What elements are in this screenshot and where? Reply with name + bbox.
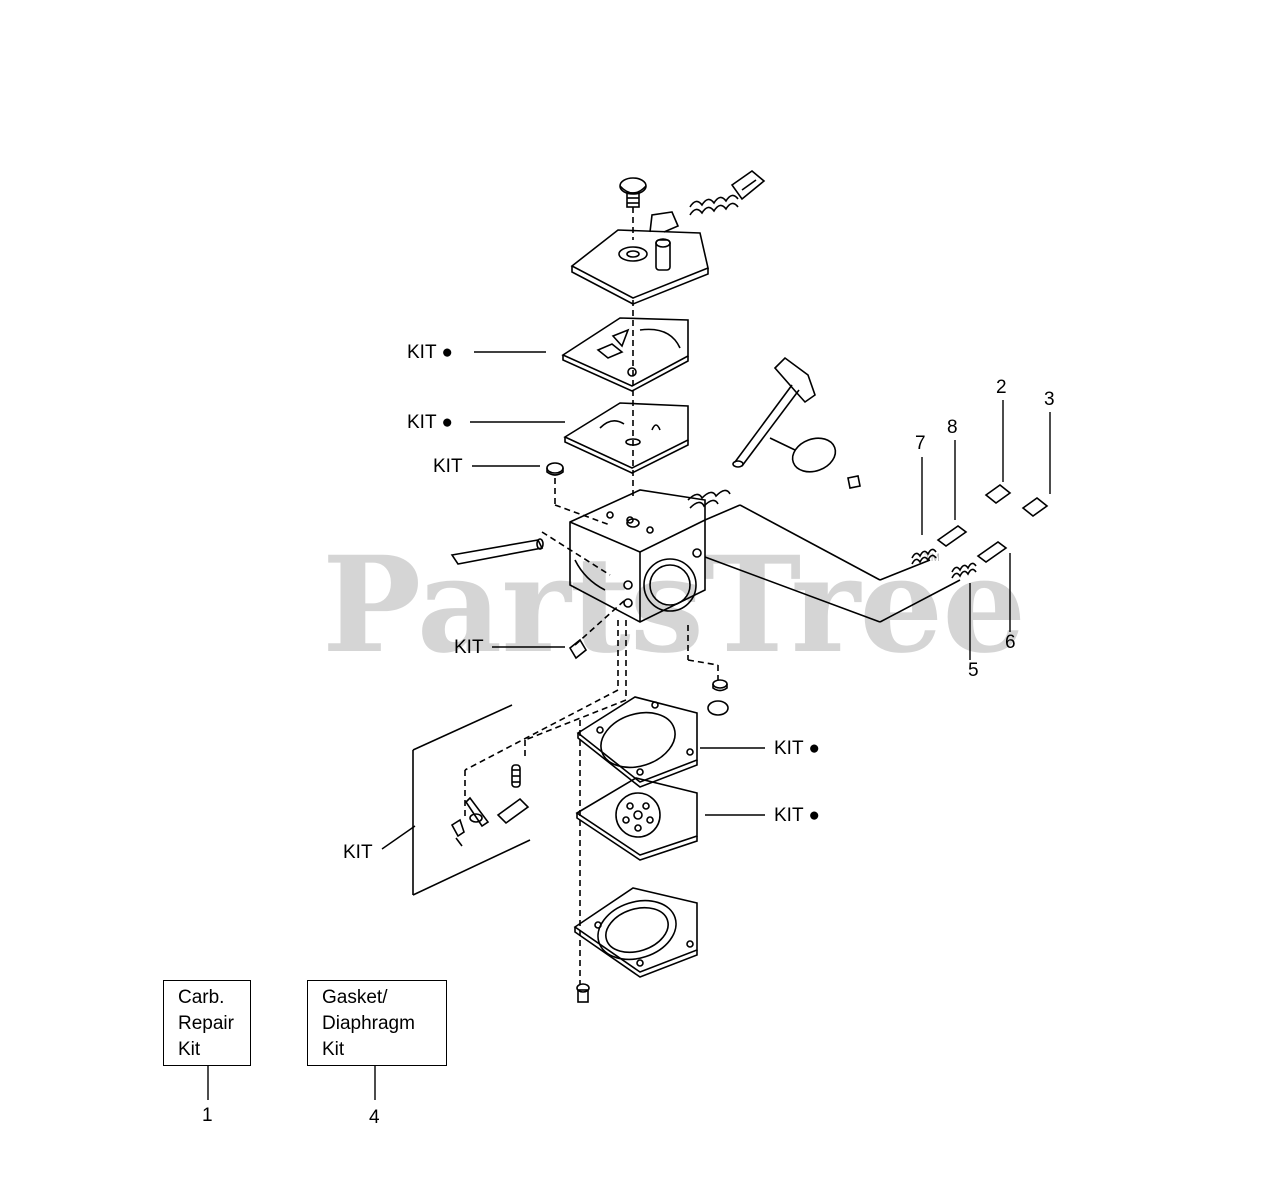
part-number-6: 6 bbox=[1005, 632, 1016, 653]
carburetor-body bbox=[569, 489, 706, 623]
part-number-5: 5 bbox=[968, 660, 979, 681]
kit-callout-metering-diaphragm: KIT ● bbox=[774, 805, 820, 826]
kit-callout-inlet-needle-group: KIT bbox=[343, 842, 373, 863]
check-valve bbox=[707, 679, 729, 716]
top-cover-screw bbox=[619, 177, 647, 208]
limiter-screw bbox=[568, 599, 626, 660]
metering-cover bbox=[573, 887, 698, 978]
callout-leaders bbox=[207, 351, 1051, 1100]
inlet-needle-spring-assembly bbox=[689, 169, 766, 216]
part-number-2: 2 bbox=[996, 377, 1007, 398]
inlet-needle-lever-group bbox=[450, 764, 530, 847]
metering-gasket bbox=[576, 696, 698, 788]
part-number-4: 4 bbox=[369, 1107, 380, 1128]
carb-repair-kit-line-3: Kit bbox=[178, 1039, 201, 1060]
kit-callout-metering-gasket: KIT ● bbox=[774, 738, 820, 759]
assembly-guide-lines bbox=[464, 620, 719, 985]
part-number-3: 3 bbox=[1044, 389, 1055, 410]
gasket-diaphragm-kit-line-1: Gasket/ bbox=[322, 987, 388, 1008]
pump-diaphragm bbox=[561, 317, 689, 392]
kit-callout-limiter-screw: KIT bbox=[454, 637, 484, 658]
part-number-1: 1 bbox=[202, 1105, 213, 1126]
welch-plug-pin bbox=[450, 531, 611, 576]
part-number-8: 8 bbox=[947, 417, 958, 438]
pump-cover bbox=[570, 207, 709, 305]
inlet-screen bbox=[546, 462, 611, 526]
throttle-return-spring bbox=[687, 489, 731, 509]
carb-repair-kit-line-1: Carb. bbox=[178, 987, 225, 1008]
metering-diaphragm bbox=[575, 777, 698, 861]
gasket-diaphragm-kit-line-2: Diaphragm bbox=[322, 1013, 415, 1034]
kit-callout-pump-gasket: KIT ● bbox=[407, 412, 453, 433]
pump-gasket bbox=[563, 300, 689, 500]
gasket-diaphragm-kit-box: Gasket/ Diaphragm Kit bbox=[307, 980, 447, 1066]
gasket-diaphragm-kit-line-3: Kit bbox=[322, 1039, 345, 1060]
bottom-screw bbox=[576, 983, 590, 1003]
kit-callout-pump-diaphragm: KIT ● bbox=[407, 342, 453, 363]
throttle-shaft-assembly bbox=[732, 356, 861, 489]
kit-group-bracket bbox=[412, 704, 531, 896]
carb-repair-kit-box: Carb. Repair Kit bbox=[163, 980, 251, 1066]
adjusting-needles bbox=[704, 483, 1049, 623]
carb-repair-kit-line-2: Repair bbox=[178, 1013, 234, 1034]
part-number-7: 7 bbox=[915, 433, 926, 454]
kit-callout-inlet-screen: KIT bbox=[433, 456, 463, 477]
